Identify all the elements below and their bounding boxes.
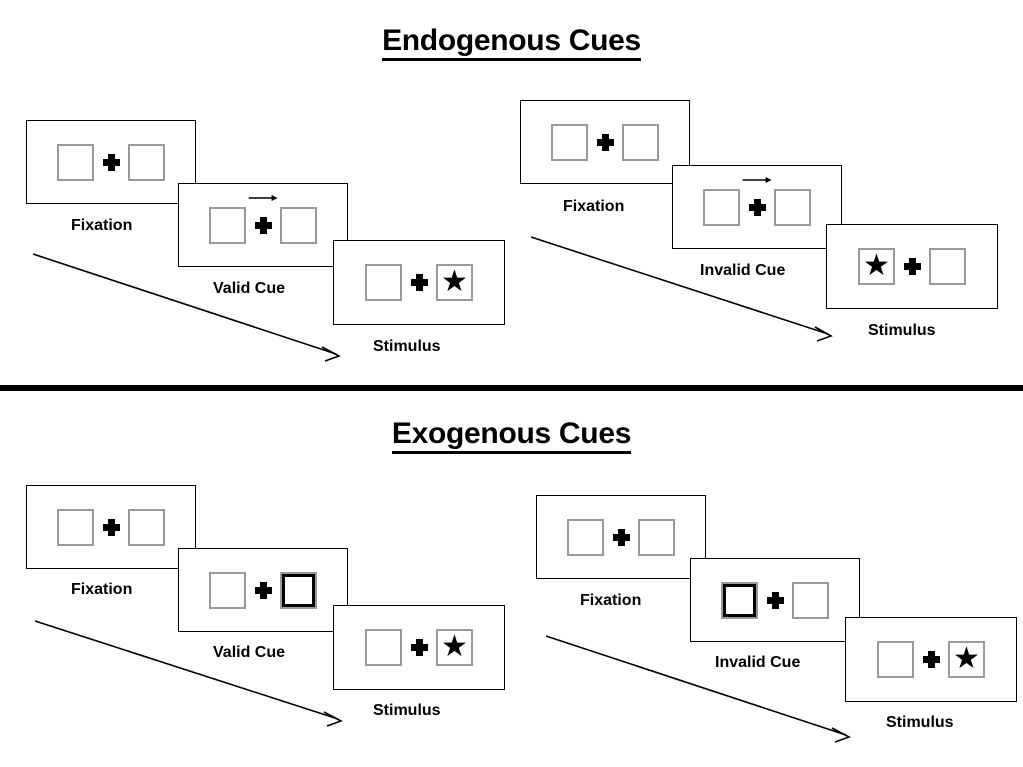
fixation-cross-icon <box>94 509 128 546</box>
caption-endogenous-invalid-cue: Invalid Cue <box>700 262 786 279</box>
stimulus-row: ★ <box>365 629 473 666</box>
caption-endogenous-invalid-stimulus: Stimulus <box>868 322 936 339</box>
section-title-endogenous-text: Endogenous Cues <box>382 25 641 61</box>
stimulus-row: ★ <box>858 248 966 285</box>
caption-exogenous-invalid-fixation: Fixation <box>580 592 642 609</box>
left-target-box: ★ <box>858 248 895 285</box>
frame-exogenous-invalid-fixation <box>536 495 706 579</box>
right-target-box: ★ <box>436 264 473 301</box>
cross-vertical-bar <box>601 133 609 151</box>
fixation-cross-icon <box>402 629 436 666</box>
cross-vertical-bar <box>259 216 267 234</box>
frame-endogenous-valid-stimulus: ★ <box>333 240 505 325</box>
sequence-arrow-endogenous-valid <box>32 253 341 362</box>
left-placeholder-box <box>209 571 246 609</box>
fixation-cross-icon <box>402 264 436 301</box>
section-divider <box>0 385 1023 391</box>
cross-vertical-bar <box>927 651 935 668</box>
star-target-icon: ★ <box>863 248 890 282</box>
caption-exogenous-valid-cue: Valid Cue <box>213 644 286 661</box>
right-placeholder-box <box>929 248 966 285</box>
stimulus-row <box>209 571 317 609</box>
frame-endogenous-invalid-fixation <box>520 100 690 184</box>
fixation-cross-icon <box>914 641 948 678</box>
cross-vertical-bar <box>617 528 625 546</box>
right-placeholder-box <box>280 206 317 244</box>
cross-vertical-bar <box>908 258 916 275</box>
cross-vertical-bar <box>107 153 115 171</box>
stimulus-row: ★ <box>877 641 985 678</box>
left-placeholder-box <box>57 508 94 546</box>
frame-exogenous-invalid-cue <box>690 558 860 642</box>
caption-exogenous-valid-fixation: Fixation <box>71 581 133 598</box>
sequence-arrow-endogenous-invalid <box>530 236 833 342</box>
sequence-arrow-exogenous-valid <box>34 620 343 727</box>
star-target-icon: ★ <box>953 641 980 675</box>
caption-endogenous-invalid-fixation: Fixation <box>563 198 625 215</box>
caption-exogenous-invalid-stimulus: Stimulus <box>886 714 954 731</box>
right-cued-box <box>280 571 317 609</box>
left-placeholder-box <box>57 143 94 181</box>
cross-vertical-bar <box>771 591 779 609</box>
arrow-cue-right-icon <box>742 176 772 183</box>
frame-endogenous-invalid-stimulus: ★ <box>826 224 998 309</box>
stimulus-row <box>703 176 811 226</box>
left-placeholder-box <box>365 264 402 301</box>
cross-vertical-bar <box>415 639 423 656</box>
frame-endogenous-valid-fixation <box>26 120 196 204</box>
stimulus-row: ★ <box>365 264 473 301</box>
fixation-cross-icon <box>758 582 792 619</box>
right-placeholder-box <box>128 508 165 546</box>
star-target-icon: ★ <box>441 264 468 298</box>
caption-endogenous-valid-fixation: Fixation <box>71 217 133 234</box>
left-placeholder-box <box>877 641 914 678</box>
section-title-exogenous: Exogenous Cues <box>0 417 1023 454</box>
right-target-box: ★ <box>436 629 473 666</box>
section-title-endogenous: Endogenous Cues <box>0 24 1023 61</box>
left-placeholder-box <box>703 188 740 226</box>
caption-exogenous-valid-stimulus: Stimulus <box>373 702 441 719</box>
fixation-cross-icon <box>246 572 280 609</box>
frame-endogenous-invalid-cue <box>672 165 842 249</box>
stimulus-row <box>57 143 165 181</box>
fixation-cross-icon <box>588 124 622 161</box>
left-placeholder-box <box>551 123 588 161</box>
stimulus-row <box>721 581 829 619</box>
caption-endogenous-valid-cue: Valid Cue <box>213 280 286 297</box>
section-title-exogenous-text: Exogenous Cues <box>391 418 631 454</box>
cross-vertical-bar <box>753 198 761 216</box>
frame-exogenous-valid-cue <box>178 548 348 632</box>
fixation-cross-icon <box>94 144 128 181</box>
fixation-cross-icon <box>895 248 929 285</box>
star-target-icon: ★ <box>441 629 468 663</box>
stimulus-row <box>551 123 659 161</box>
right-placeholder-box <box>128 143 165 181</box>
cross-vertical-bar <box>107 518 115 536</box>
arrow-cue-right-icon <box>248 194 278 201</box>
stimulus-row <box>57 508 165 546</box>
left-placeholder-box <box>365 629 402 666</box>
left-placeholder-box <box>567 518 604 556</box>
left-placeholder-box <box>209 206 246 244</box>
cross-vertical-bar <box>259 581 267 599</box>
right-placeholder-box <box>792 581 829 619</box>
sequence-arrow-exogenous-invalid <box>545 635 851 743</box>
frame-exogenous-valid-fixation <box>26 485 196 569</box>
fixation-cross-icon <box>246 194 280 244</box>
frame-exogenous-invalid-stimulus: ★ <box>845 617 1017 702</box>
fixation-cross-icon <box>740 176 774 226</box>
right-placeholder-box <box>638 518 675 556</box>
right-placeholder-box <box>774 188 811 226</box>
right-placeholder-box <box>622 123 659 161</box>
left-cued-box <box>721 581 758 619</box>
caption-exogenous-invalid-cue: Invalid Cue <box>715 654 801 671</box>
stimulus-row <box>209 194 317 244</box>
fixation-cross-icon <box>604 519 638 556</box>
frame-endogenous-valid-cue <box>178 183 348 267</box>
stimulus-row <box>567 518 675 556</box>
right-target-box: ★ <box>948 641 985 678</box>
caption-endogenous-valid-stimulus: Stimulus <box>373 338 441 355</box>
frame-exogenous-valid-stimulus: ★ <box>333 605 505 690</box>
cross-vertical-bar <box>415 274 423 291</box>
